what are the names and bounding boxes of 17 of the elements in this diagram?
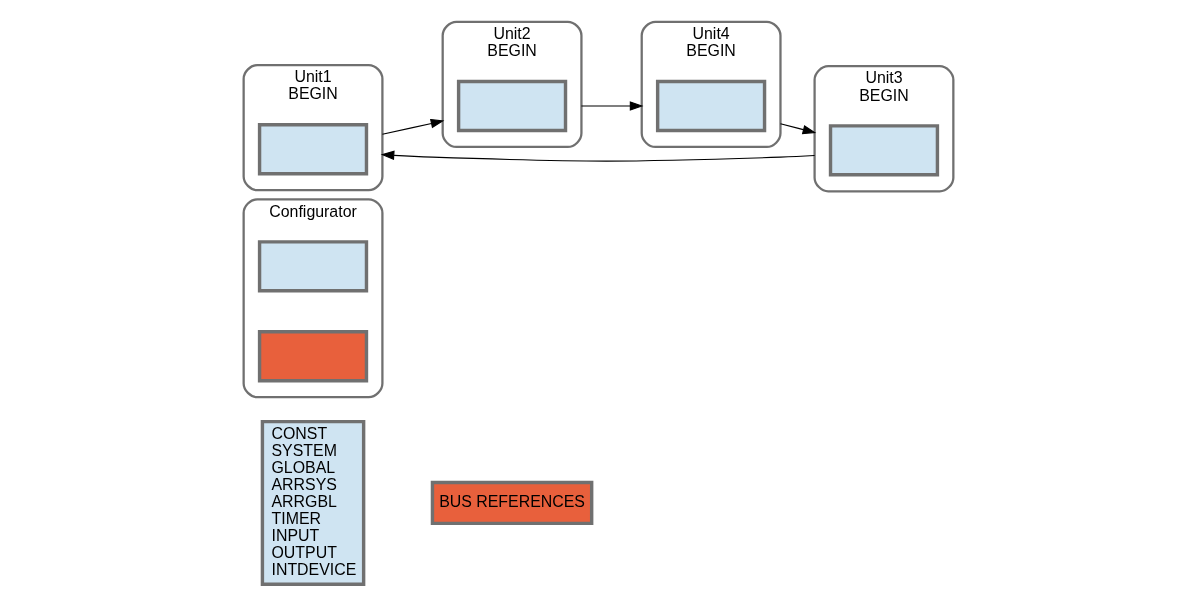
node-box: CONST SYSTEM GLOBAL ARRSYS ARRGBL TIMER INPUT OUTPUT INTDEVICE bbox=[260, 419, 365, 586]
arrow bbox=[779, 123, 816, 135]
node-box bbox=[456, 79, 567, 133]
cluster: Unit3 BEGIN bbox=[812, 65, 954, 193]
node-box bbox=[655, 79, 766, 133]
node-box bbox=[828, 124, 939, 177]
cluster: Unit1 BEGIN bbox=[242, 63, 384, 192]
cluster: Unit2 BEGIN bbox=[441, 20, 583, 149]
node-box: BUS REFERENCES bbox=[430, 480, 593, 526]
arrow bbox=[381, 118, 444, 135]
node-box bbox=[257, 330, 368, 383]
arrow bbox=[380, 150, 815, 162]
node-box bbox=[257, 240, 368, 293]
cluster: Unit4 BEGIN bbox=[640, 20, 782, 149]
node-box bbox=[257, 123, 368, 176]
arrow bbox=[580, 101, 643, 111]
cluster: Configurator bbox=[242, 198, 384, 399]
